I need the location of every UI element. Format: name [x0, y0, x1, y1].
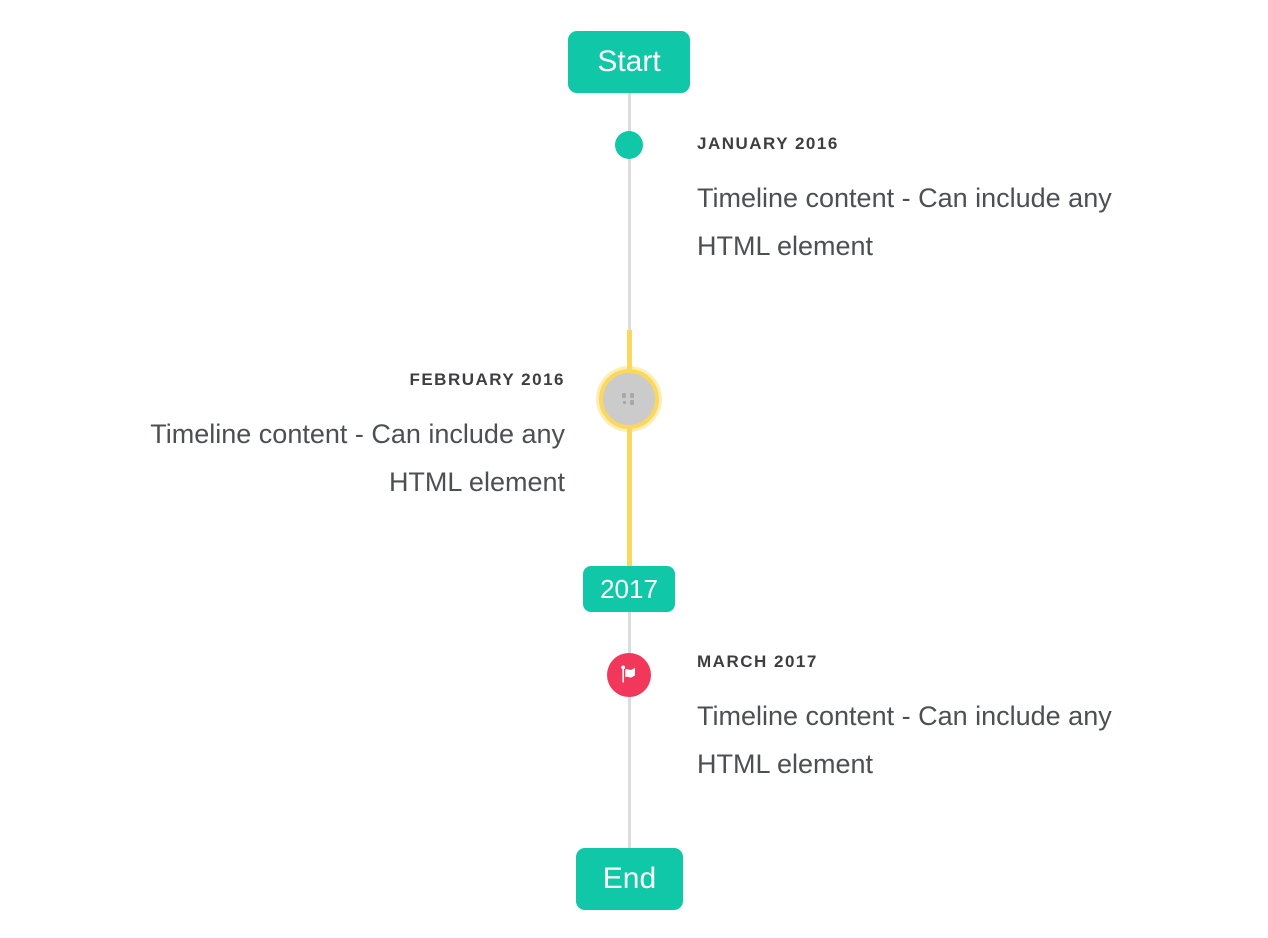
- event-date-label: JANUARY 2016: [697, 134, 839, 153]
- event-february: FEBRUARY 2016 Timeline content - Can inc…: [95, 368, 565, 506]
- year-badge-label: 2017: [600, 573, 658, 604]
- end-badge-label: End: [602, 862, 657, 895]
- flag-icon: [617, 663, 641, 687]
- february-bubble-marker: [599, 369, 659, 429]
- event-content: Timeline content - Can include any HTML …: [697, 701, 1112, 779]
- event-content: Timeline content - Can include any HTML …: [150, 419, 565, 497]
- end-badge: End: [576, 848, 683, 910]
- timeline-rail-highlight-segment: [627, 330, 632, 568]
- start-badge: Start: [568, 31, 690, 93]
- march-flag-marker: [607, 653, 651, 697]
- start-badge-label: Start: [597, 45, 661, 78]
- event-date-label: FEBRUARY 2016: [409, 370, 565, 389]
- broken-image-icon: [620, 392, 638, 407]
- event-march: MARCH 2017 Timeline content - Can includ…: [697, 650, 1167, 788]
- year-badge: 2017: [583, 566, 675, 612]
- event-january: JANUARY 2016 Timeline content - Can incl…: [697, 132, 1167, 270]
- january-dot-marker: [615, 131, 643, 159]
- event-date-label: MARCH 2017: [697, 652, 818, 671]
- event-content: Timeline content - Can include any HTML …: [697, 183, 1112, 261]
